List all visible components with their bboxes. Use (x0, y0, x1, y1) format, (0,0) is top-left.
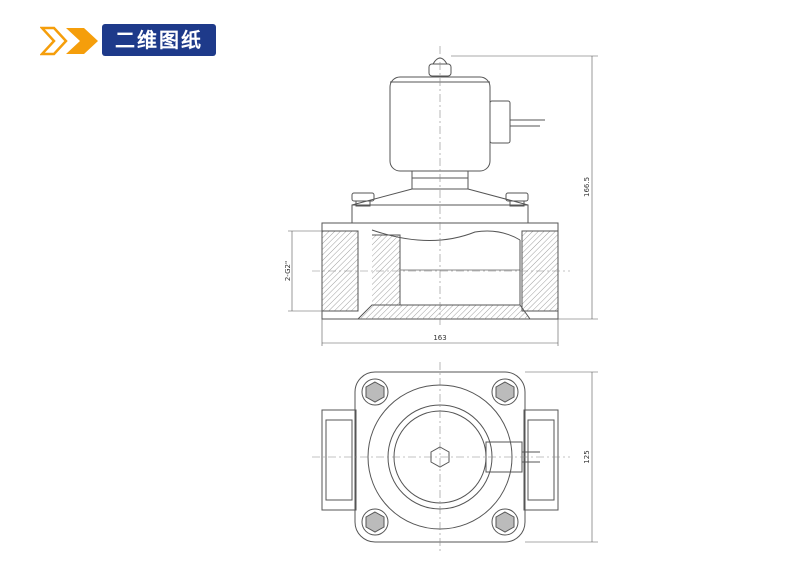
chevron-outline (40, 26, 68, 56)
plan-bolts (361, 378, 519, 536)
inner-wall-bottom (357, 304, 531, 320)
bonnet (351, 188, 529, 206)
dim-plan-height: 125 (583, 450, 591, 463)
chevron-filled (66, 28, 98, 54)
dim-thread: 2-G2" (284, 261, 292, 281)
cable-gland (489, 100, 511, 144)
dim-height: 166.5 (583, 177, 591, 197)
page-title: 二维图纸 (102, 24, 216, 56)
plan-port-left (321, 409, 357, 511)
diaphragm (371, 229, 521, 242)
inner-wall-left (372, 234, 401, 306)
plan-cap-nut (430, 446, 450, 468)
center-lines-front (312, 46, 570, 325)
dimension-lines-plan (525, 371, 598, 543)
dim-width: 163 (433, 334, 446, 342)
center-lines-plan (312, 362, 570, 552)
section-header: 二维图纸 (40, 22, 220, 58)
dimension-lines-front (288, 55, 598, 346)
double-chevron-right-icon (40, 26, 98, 56)
coil-body (389, 76, 491, 172)
plan-port-right (523, 409, 559, 511)
